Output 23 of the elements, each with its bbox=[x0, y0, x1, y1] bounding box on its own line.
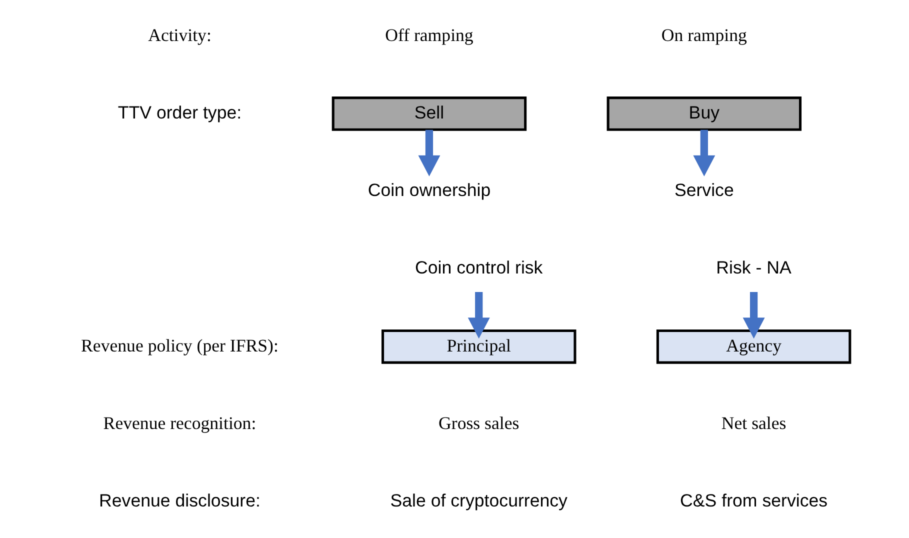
node-text: Coin ownership bbox=[367, 180, 490, 200]
label: Revenue recognition: bbox=[102, 413, 256, 433]
label: On ramping bbox=[660, 24, 746, 45]
label: Sale of cryptocurrency bbox=[390, 490, 567, 511]
node-text: Coin control risk bbox=[414, 258, 542, 278]
arrow bbox=[418, 130, 440, 176]
arrow bbox=[692, 130, 715, 176]
arrow bbox=[742, 292, 764, 339]
node-box: Principal bbox=[381, 329, 576, 364]
node-box: Agency bbox=[656, 329, 851, 364]
label: Gross sales bbox=[438, 413, 519, 433]
label: C&S from services bbox=[680, 490, 828, 511]
node-box: Buy bbox=[606, 96, 802, 131]
label: Net sales bbox=[720, 413, 786, 433]
node-box: Sell bbox=[331, 96, 526, 131]
node-text: Service bbox=[674, 180, 734, 200]
label: TTV order type: bbox=[117, 102, 242, 122]
label: Activity: bbox=[148, 24, 211, 45]
node-text: Risk - NA bbox=[716, 258, 791, 278]
label: Revenue disclosure: bbox=[98, 490, 260, 511]
arrow bbox=[467, 292, 490, 339]
label: Off ramping bbox=[384, 24, 473, 45]
label: Revenue policy (per IFRS): bbox=[80, 335, 278, 356]
